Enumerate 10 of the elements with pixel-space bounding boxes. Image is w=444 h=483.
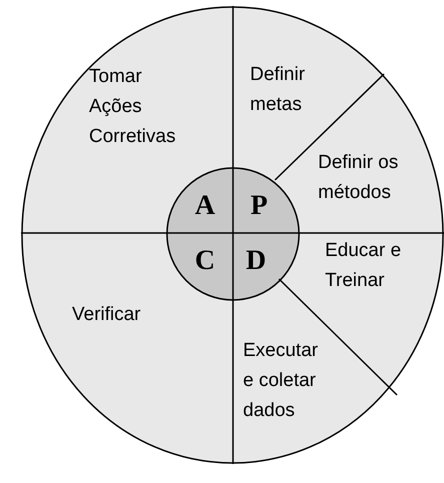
- phase-letter: D: [244, 246, 268, 276]
- phase-letter: A: [194, 191, 216, 221]
- sector-text: Executar e coletar dados: [243, 339, 319, 423]
- sector-text: Verificar: [72, 303, 142, 327]
- sector-text: Tomar Ações Corretivas: [89, 65, 177, 149]
- sector-text: Definir metas: [250, 63, 306, 117]
- phase-letter: C: [194, 246, 216, 276]
- sector-text: Educar e Treinar: [325, 239, 402, 293]
- sector-text: Definir os métodos: [318, 151, 400, 205]
- phase-letter: P: [249, 191, 269, 221]
